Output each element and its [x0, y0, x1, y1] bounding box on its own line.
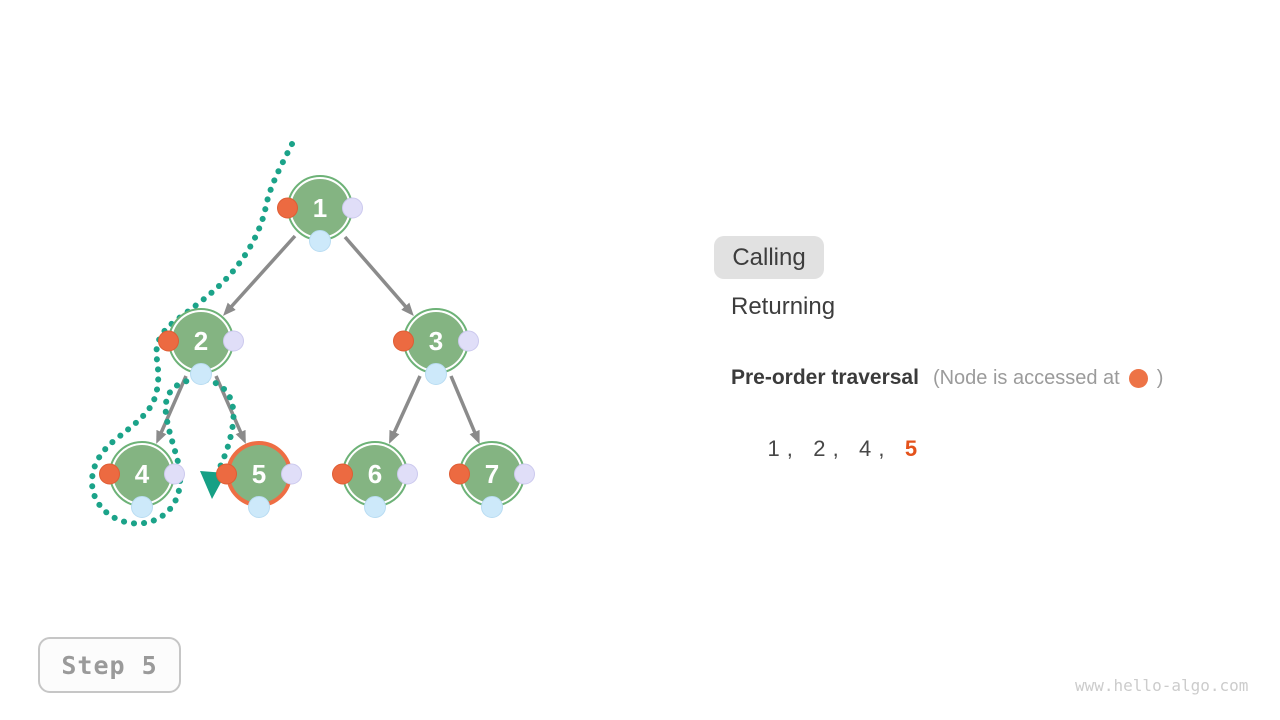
legend-returning-toggle[interactable]: Returning [731, 293, 836, 320]
inorder-access-dot [248, 496, 270, 518]
node-value: 2 [193, 326, 209, 356]
node-circle: 4 [113, 445, 171, 503]
tree-node-1: 1 [277, 175, 363, 252]
edge-3-7 [449, 375, 480, 444]
edge-2-4 [156, 375, 188, 444]
node-circle: 1 [291, 179, 349, 237]
node-value: 1 [312, 193, 328, 223]
node-value: 6 [367, 459, 383, 489]
traversal-note: (Node is accessed at [932, 366, 1120, 389]
inorder-access-dot [131, 496, 153, 518]
site-url: www.hello-algo.com [1075, 676, 1249, 695]
inorder-access-dot [309, 230, 331, 252]
traversal-caption: Pre-order traversal (Node is accessed at… [731, 366, 1163, 390]
traversal-note-close: ) [1156, 366, 1164, 389]
node-circle: 3 [407, 312, 465, 370]
recursion-trace-path [88, 141, 295, 527]
edge-2-5 [214, 375, 246, 444]
postorder-access-dot [397, 463, 418, 485]
tree-edges [156, 234, 480, 444]
preorder-access-dot [332, 463, 353, 485]
preorder-access-dot [99, 463, 120, 485]
postorder-access-dot [458, 330, 479, 352]
preorder-access-dot [216, 463, 237, 485]
node-circle: 6 [346, 445, 404, 503]
node-value: 5 [251, 459, 267, 489]
sequence-visited: 1 , 2 , 4 , [767, 436, 905, 461]
edge-3-6 [389, 375, 422, 444]
tree-node-6: 6 [332, 441, 418, 518]
node-value: 7 [484, 459, 500, 489]
inorder-access-dot [481, 496, 503, 518]
preorder-access-dot [277, 197, 298, 219]
inorder-access-dot [190, 363, 212, 385]
access-dot-icon [1128, 368, 1148, 388]
traversal-sequence: 1 , 2 , 4 , 5 [741, 410, 918, 488]
node-value: 4 [134, 459, 150, 489]
node-circle: 7 [463, 445, 521, 503]
tree-node-2: 2 [158, 308, 244, 385]
node-value: 3 [428, 326, 444, 356]
sequence-current-value: 5 [904, 436, 918, 461]
legend-calling-toggle[interactable]: Calling [714, 236, 824, 279]
edge-1-2 [223, 234, 297, 316]
postorder-access-dot [342, 197, 363, 219]
postorder-access-dot [223, 330, 244, 352]
inorder-access-dot [364, 496, 386, 518]
preorder-access-dot [393, 330, 414, 352]
traversal-title: Pre-order traversal [731, 366, 919, 389]
postorder-access-dot [164, 463, 185, 485]
edge-1-3 [343, 235, 414, 316]
preorder-access-dot [158, 330, 179, 352]
postorder-access-dot [281, 463, 302, 485]
tree-node-7: 7 [449, 441, 535, 518]
tree-node-3: 3 [393, 308, 479, 385]
node-circle: 2 [172, 312, 230, 370]
step-indicator: Step 5 [38, 637, 181, 693]
postorder-access-dot [514, 463, 535, 485]
inorder-access-dot [425, 363, 447, 385]
node-circle: 5 [230, 445, 288, 503]
tree-node-5-current: 5 [216, 441, 302, 518]
preorder-access-dot [449, 463, 470, 485]
tree-node-4: 4 [99, 441, 185, 518]
